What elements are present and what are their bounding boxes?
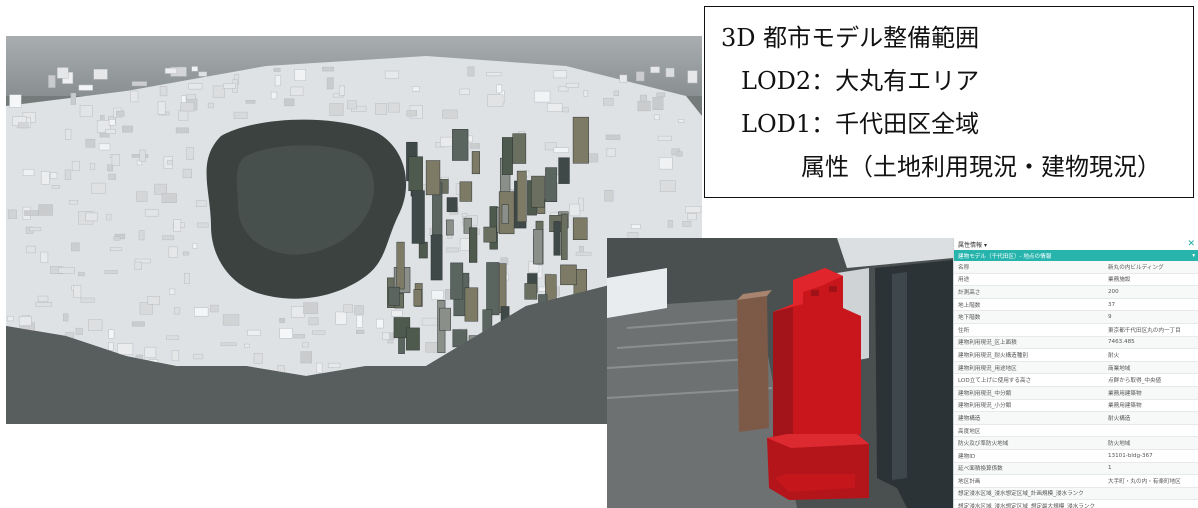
attribute-key: 用途 (958, 277, 970, 284)
city-3d-canvas (6, 36, 702, 424)
closeup-canvas (607, 238, 953, 508)
attribute-key: 名称 (958, 264, 970, 271)
attribute-key: 建物利用現況_耐火構造種別 (958, 352, 1028, 359)
table-row: 地上階数 37 (954, 299, 1198, 312)
white-building-top (837, 238, 953, 268)
attribute-key: 地下階数 (958, 315, 981, 322)
brown-tower (737, 296, 769, 432)
table-row: 想定浸水区域_浸水想定区域_想定最大規模_浸水ランク (954, 500, 1198, 508)
attribute-value: 東京都千代田区丸の内一丁目 (1108, 327, 1181, 334)
attribute-key: 建物利用現況_小分類 (958, 403, 1012, 410)
table-row: 建物利用現況_区上面積 7463.485 (954, 336, 1198, 350)
table-row: 建物利用現況_耐火構造種別 耐火 (954, 349, 1198, 362)
attribute-panel-header: 属性情報 ▾ ✕ (954, 238, 1198, 250)
attribute-key: 住所 (958, 327, 970, 334)
palace-grounds (236, 145, 375, 255)
attribute-value: 点群から取得_中央値 (1108, 378, 1162, 385)
info-attributes: 属性（土地利用現況・建物現況） (801, 153, 1161, 181)
table-row: 名称 新丸の内ビルディング (954, 261, 1198, 274)
chevron-down-icon[interactable]: ▾ (983, 241, 987, 249)
city-3d-view-closeup[interactable] (607, 238, 953, 508)
attribute-layer-selector[interactable]: 建物モデル（千代田区）- 地点の情報 ▾ (954, 250, 1198, 261)
table-row: 用途 業務施設 (954, 274, 1198, 287)
attribute-value: 9 (1108, 314, 1112, 321)
attribute-key: 建物ID (958, 453, 976, 460)
attribute-value: 37 (1108, 301, 1116, 308)
table-row: 計測高さ 200 (954, 286, 1198, 299)
table-row: 高度地区 (954, 425, 1198, 438)
attribute-key: 建物構造 (958, 415, 981, 422)
attribute-value: 13101-bldg-367 (1108, 452, 1153, 459)
table-row: LOD立て上げに使用する高さ 点群から取得_中央値 (954, 374, 1198, 387)
table-row: 建物利用現況_用途地区 商業地域 (954, 361, 1198, 375)
road-markings (607, 317, 773, 399)
attribute-key: 高度地区 (958, 428, 981, 435)
attribute-value: 業務用建築物 (1108, 390, 1142, 397)
city-3d-view-overview[interactable] (6, 36, 702, 424)
attribute-value: 200 (1108, 288, 1119, 295)
chevron-down-icon: ▾ (1192, 252, 1195, 259)
attribute-panel: 属性情報 ▾ ✕ 建物モデル（千代田区）- 地点の情報 ▾ 名称 新丸の内ビルディ… (953, 238, 1198, 508)
table-row: 防火及び準防火地域 防火地域 (954, 437, 1198, 450)
table-row: 建物構造 耐火構造 (954, 412, 1198, 425)
info-title: 3D 都市モデル整備範囲 (721, 24, 980, 52)
attribute-value: 1 (1108, 465, 1112, 472)
attribute-key: 想定浸水区域_浸水想定区域_想定最大規模_浸水ランク (958, 504, 1096, 508)
attribute-value: 7463.485 (1108, 339, 1135, 346)
attribute-key: 計測高さ (958, 289, 981, 296)
attribute-panel-title: 属性情報 (958, 241, 983, 249)
table-row: 地下階数 9 (954, 311, 1198, 324)
attribute-key: 地区計画 (958, 478, 981, 485)
attribute-value: 耐火構造 (1108, 415, 1131, 422)
attribute-key: 地上階数 (958, 302, 981, 309)
attribute-value: 耐火 (1108, 352, 1120, 359)
table-row: 想定浸水区域_浸水想定区域_計画規模_浸水ランク (954, 487, 1198, 501)
table-row: 延べ面積換算係数 1 (954, 462, 1198, 476)
table-row: 地区計画 大手町・丸の内・有楽町地区 (954, 475, 1198, 488)
attribute-key: LOD立て上げに使用する高さ (958, 378, 1032, 385)
attribute-layer-label: 建物モデル（千代田区）- 地点の情報 (958, 253, 1052, 260)
attribute-key: 建物利用現況_用途地区 (958, 365, 1017, 372)
table-row: 住所 東京都千代田区丸の内一丁目 (954, 324, 1198, 337)
info-lod2: LOD2：大丸有エリア (741, 67, 980, 95)
info-lod1: LOD1：千代田区全域 (741, 110, 980, 138)
attribute-key: 想定浸水区域_浸水想定区域_計画規模_浸水ランク (958, 491, 1084, 498)
attribute-key: 建物利用現況_区上面積 (958, 340, 1017, 347)
attribute-table: 名称 新丸の内ビルディング用途 業務施設計測高さ 200 地上階数 37 地下階数 9 住所 東京… (954, 261, 1198, 508)
close-icon[interactable]: ✕ (1187, 238, 1195, 249)
attribute-value: 大手町・丸の内・有楽町地区 (1108, 478, 1181, 485)
attribute-value: 業務施設 (1108, 277, 1131, 284)
white-building-left (607, 268, 667, 318)
attribute-value: 商業地域 (1108, 365, 1131, 372)
attribute-key: 建物利用現況_中分類 (958, 390, 1012, 397)
attribute-key: 延べ面積換算係数 (958, 466, 1003, 473)
table-row: 建物利用現況_小分類 業務用建築物 (954, 400, 1198, 413)
table-row: 建物ID 13101-bldg-367 (954, 450, 1198, 463)
table-row: 建物利用現況_中分類 業務用建築物 (954, 386, 1198, 400)
selected-building-highlight (767, 268, 869, 500)
attribute-key: 防火及び準防火地域 (958, 441, 1009, 448)
attribute-value: 防火地域 (1108, 441, 1131, 448)
model-coverage-info-box: 3D 都市モデル整備範囲 LOD2：大丸有エリア LOD1：千代田区全域 属性（… (704, 6, 1194, 198)
glass-tower-right (875, 260, 953, 508)
attribute-value: 新丸の内ビルディング (1108, 264, 1164, 271)
attribute-value: 業務用建築物 (1108, 403, 1142, 410)
foreground-city (6, 266, 702, 424)
